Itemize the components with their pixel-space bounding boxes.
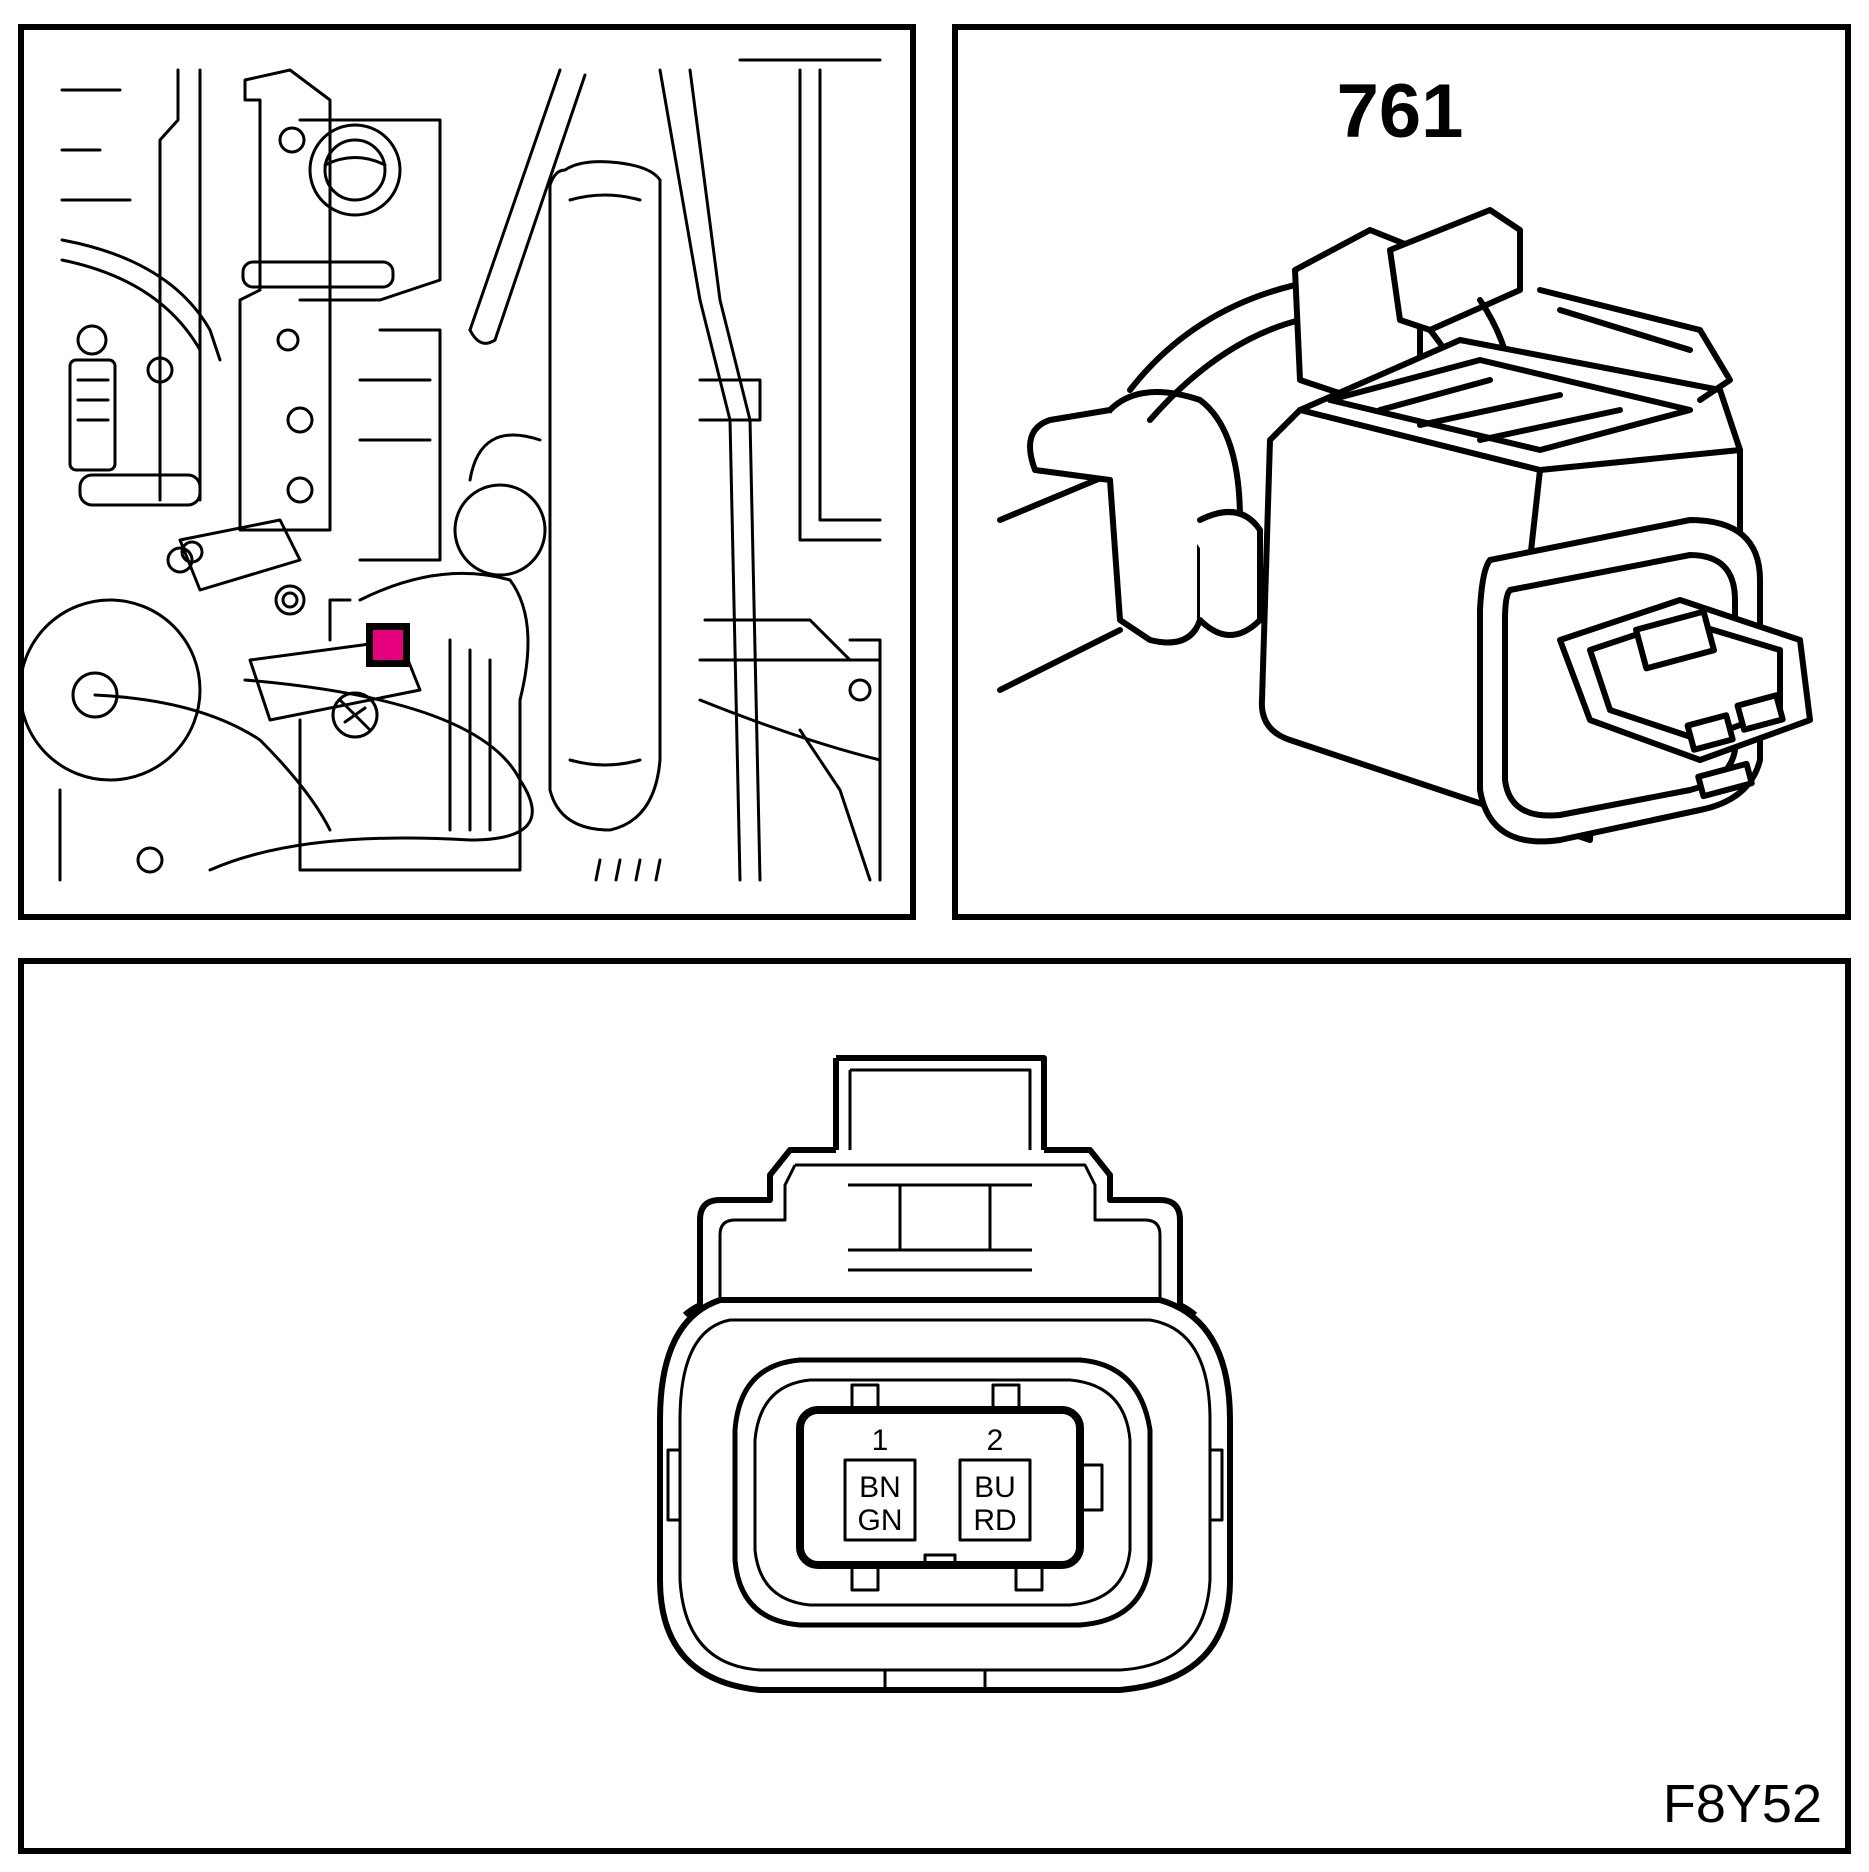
figure-code-label: F8Y52: [1663, 1774, 1822, 1834]
connector-location-marker: [373, 630, 403, 660]
pin-1-wire-color-1: BN: [859, 1471, 901, 1504]
connector-id-label: 761: [1337, 69, 1464, 154]
pin-1-wire-color-2: GN: [858, 1504, 903, 1537]
pin-1-number: 1: [872, 1424, 889, 1457]
pinout-panel: 1 2 BN GN BU RD F8Y52: [18, 958, 1851, 1854]
connector-3d-panel: 761: [952, 24, 1851, 920]
pin-2-wire-color-2: RD: [973, 1504, 1016, 1537]
connector-face-outline: [657, 1055, 1233, 1693]
engine-location-panel: [18, 24, 916, 920]
connector-3d-illustration: [997, 207, 1813, 845]
engine-bay-illustration: [18, 58, 882, 882]
pin-2-wire-color-1: BU: [974, 1471, 1016, 1504]
pin-2-number: 2: [987, 1424, 1004, 1457]
